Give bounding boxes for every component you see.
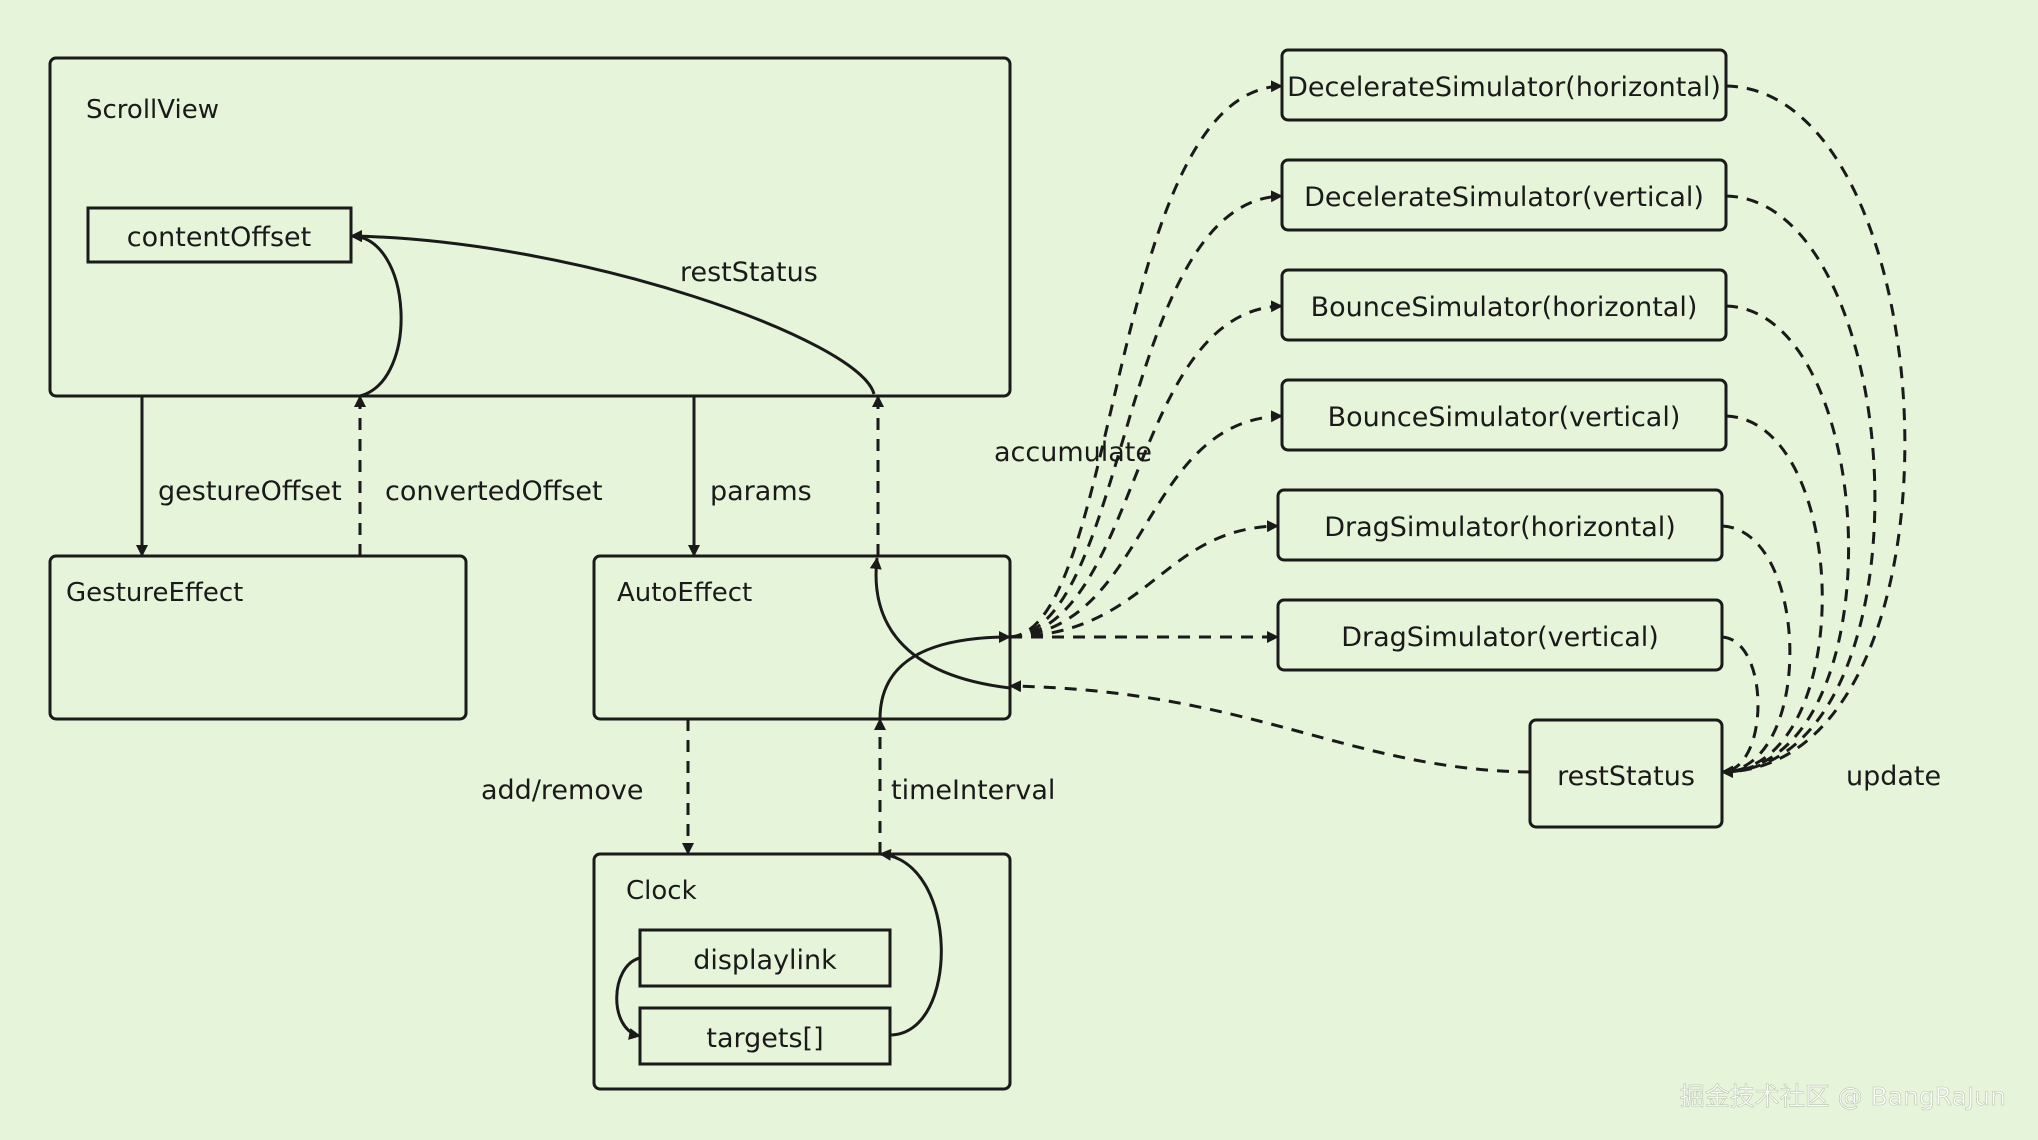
displaylink-label: displaylink <box>693 945 837 976</box>
update-bounce-v-edge <box>1721 414 1824 778</box>
accumulate-decelerate-v-edge <box>1009 190 1283 639</box>
update-drag-h-edge <box>1721 524 1792 778</box>
scrollview-node: ScrollView <box>48 56 1012 398</box>
rest-status-edge-label: restStatus <box>680 257 818 288</box>
drag-horizontal-label: DragSimulator(horizontal) <box>1324 512 1676 543</box>
decelerate-vertical-node: DecelerateSimulator(vertical) <box>1280 158 1728 232</box>
watermark-text: 掘金技术社区 @ BangRaJun <box>1680 1082 2006 1111</box>
auto-effect-node: AutoEffect <box>592 554 1012 721</box>
update-label: update <box>1846 761 1941 792</box>
drag-vertical-label: DragSimulator(vertical) <box>1341 622 1659 653</box>
accumulate-drag-h-edge <box>1009 520 1279 639</box>
update-bounce-h-edge <box>1721 304 1851 778</box>
drag-horizontal-node: DragSimulator(horizontal) <box>1276 488 1724 562</box>
scrollview-label: ScrollView <box>86 95 219 125</box>
rest-status-return-edge <box>1009 680 1531 774</box>
add-remove-label: add/remove <box>481 775 643 806</box>
bounce-vertical-node: BounceSimulator(vertical) <box>1280 378 1728 452</box>
bounce-vertical-label: BounceSimulator(vertical) <box>1328 402 1681 433</box>
accumulate-label: accumulate <box>994 437 1152 468</box>
time-interval-label: timeInterval <box>891 775 1055 806</box>
decelerate-horizontal-node: DecelerateSimulator(horizontal) <box>1280 48 1728 122</box>
clock-node: Clock <box>592 852 1012 1091</box>
displaylink-loop-edge <box>615 956 641 1040</box>
auto-effect-dispatch-edge <box>878 631 1011 720</box>
update-content-offset-edge <box>350 230 403 398</box>
content-offset-node: contentOffset <box>86 206 353 264</box>
params-label: params <box>710 476 812 507</box>
accumulate-decelerate-h-edge <box>1009 80 1283 639</box>
rest-status-label: restStatus <box>1557 761 1695 792</box>
bounce-horizontal-node: BounceSimulator(horizontal) <box>1280 268 1728 342</box>
update-drag-v-edge <box>1721 635 1760 778</box>
bounce-horizontal-label: BounceSimulator(horizontal) <box>1311 292 1698 323</box>
gesture-effect-node: GestureEffect <box>48 554 468 721</box>
gesture-effect-label: GestureEffect <box>66 578 243 608</box>
gesture-offset-label: gestureOffset <box>158 476 342 507</box>
targets-node: targets[] <box>638 1006 892 1066</box>
update-decelerate-h-edge <box>1721 84 1907 778</box>
accumulate-bounce-v-edge <box>1009 410 1283 639</box>
auto-effect-label: AutoEffect <box>617 578 752 608</box>
auto-effect-return-edge <box>869 557 1011 690</box>
displaylink-node: displaylink <box>638 928 892 988</box>
decelerate-horizontal-label: DecelerateSimulator(horizontal) <box>1287 72 1721 103</box>
rest-status-curve-edge <box>350 230 876 395</box>
converted-offset-label: convertedOffset <box>385 476 603 507</box>
drag-vertical-node: DragSimulator(vertical) <box>1276 598 1724 672</box>
decelerate-vertical-label: DecelerateSimulator(vertical) <box>1304 182 1704 213</box>
rest-status-node: restStatus <box>1528 718 1724 829</box>
clock-label: Clock <box>626 876 697 906</box>
update-decelerate-v-edge <box>1721 194 1877 778</box>
accumulate-bounce-h-edge <box>1009 300 1283 639</box>
content-offset-label: contentOffset <box>127 222 312 253</box>
targets-loop-edge <box>879 848 943 1037</box>
targets-label: targets[] <box>706 1023 823 1054</box>
